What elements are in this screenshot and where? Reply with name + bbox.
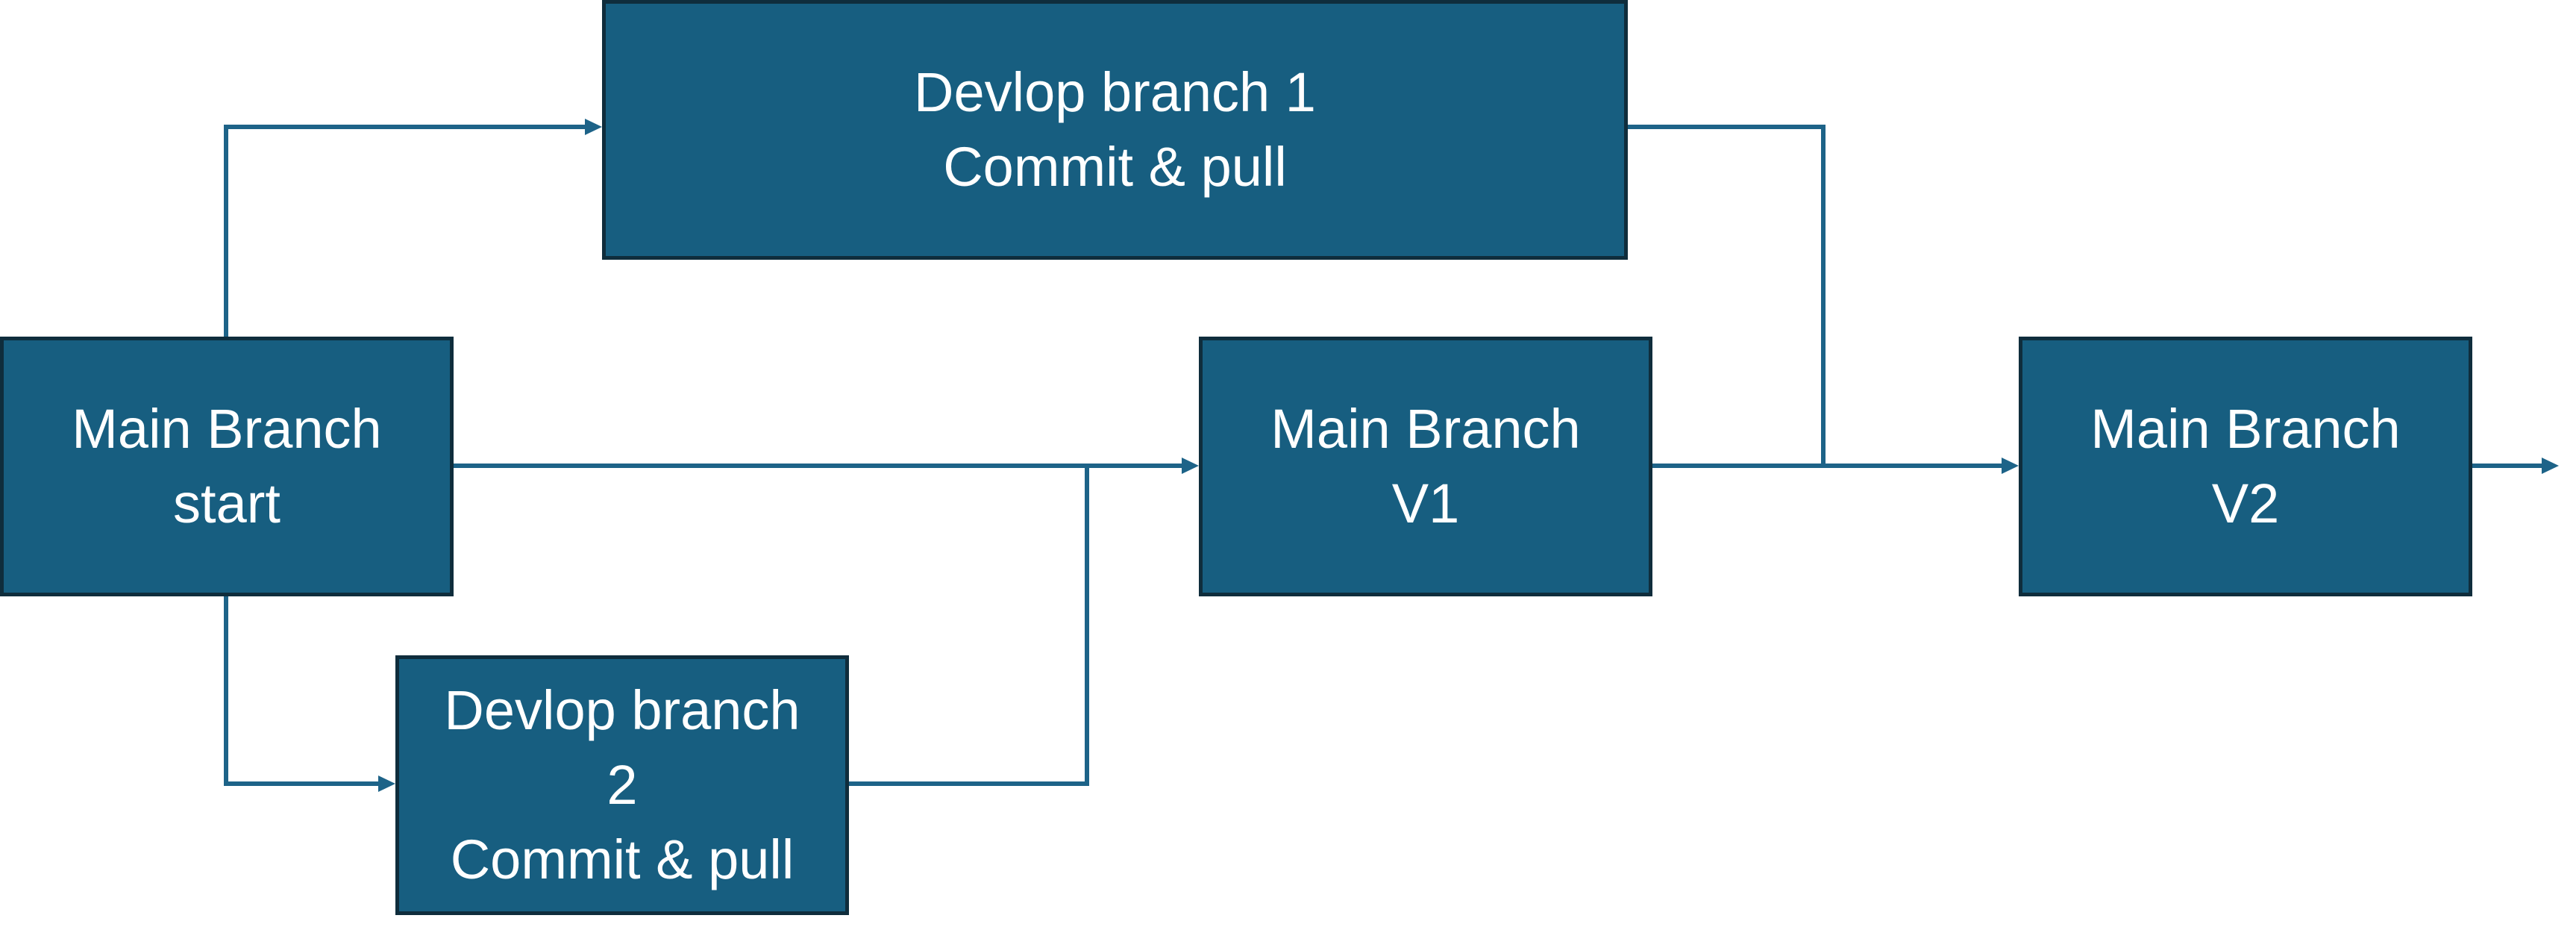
connector-start-to-develop-1: [224, 125, 589, 337]
develop-branch-1-title: Devlop branch 1: [914, 61, 1316, 123]
main-branch-v1-box: Main Branch V1: [1199, 337, 1652, 596]
connector-start-to-develop-2: [224, 596, 383, 786]
arrowhead-onward: [2542, 458, 2559, 474]
main-branch-start-box: Main Branch start: [0, 337, 454, 596]
main-branch-v2-box: Main Branch V2: [2019, 337, 2472, 596]
arrowhead-main-v2: [2002, 458, 2019, 474]
develop-branch-2-title: Devlop branch: [444, 679, 800, 741]
develop-branch-2-box: Devlop branch 2 Commit & pull: [395, 655, 849, 915]
develop-branch-2-subtitle: Commit & pull: [450, 828, 795, 890]
connector-develop-1-merge: [1628, 125, 1826, 466]
connector-develop-2-merge: [849, 466, 1089, 786]
arrowhead-main-v1: [1182, 458, 1199, 474]
main-branch-start-title: Main Branch: [72, 398, 382, 460]
arrowhead-develop-1: [585, 119, 602, 135]
main-branch-v1-version: V1: [1391, 472, 1460, 534]
main-branch-v2-title: Main Branch: [2090, 398, 2401, 460]
main-branch-v2-version: V2: [2211, 472, 2280, 534]
arrowhead-develop-2: [378, 775, 395, 792]
develop-branch-1-box: Devlop branch 1 Commit & pull: [602, 0, 1628, 260]
develop-branch-2-number: 2: [607, 754, 638, 816]
main-branch-v1-title: Main Branch: [1270, 398, 1581, 460]
main-branch-start-subtitle: start: [173, 472, 281, 534]
develop-branch-1-subtitle: Commit & pull: [943, 136, 1287, 198]
